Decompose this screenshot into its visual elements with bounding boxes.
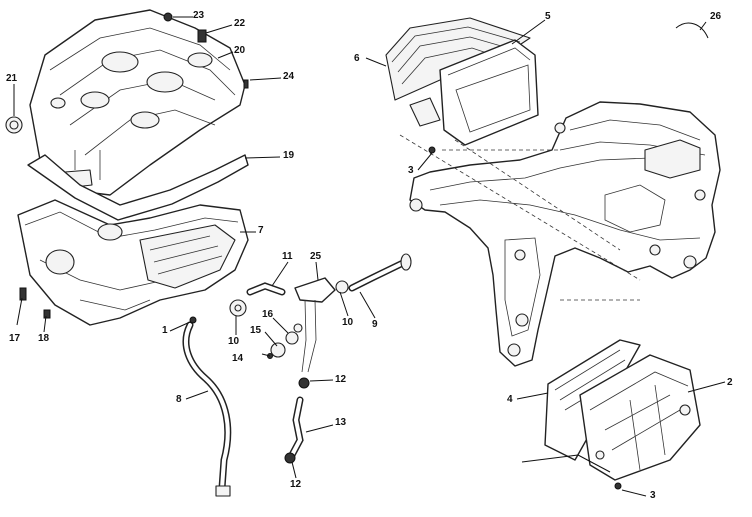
airbox-lid (29, 9, 246, 196)
callout-24: 24 (283, 71, 295, 82)
callout-23: 23 (193, 10, 205, 21)
airbox-lower (17, 199, 249, 326)
callout-6: 6 (354, 53, 360, 64)
fasteners (5, 12, 622, 490)
hoses (182, 253, 412, 497)
callout-19: 19 (283, 150, 295, 161)
callout-25: 25 (310, 251, 322, 262)
motorcycle-frame (399, 101, 721, 367)
callout-13: 13 (335, 417, 347, 428)
callout-22: 22 (234, 18, 246, 29)
callout-16: 16 (262, 309, 274, 320)
leader-lines (13, 16, 726, 497)
gasket (27, 154, 249, 221)
lower-filter-assembly (544, 339, 701, 481)
callout-3-upper: 3 (408, 165, 414, 176)
upper-cover-assembly (385, 17, 539, 146)
callout-10-right: 10 (342, 317, 354, 328)
callout-14: 14 (232, 353, 244, 364)
callout-18: 18 (38, 333, 50, 344)
callout-5: 5 (545, 11, 551, 22)
callout-8: 8 (176, 394, 182, 405)
callout-4: 4 (507, 394, 513, 405)
clip-part (675, 22, 709, 39)
callout-12-lower: 12 (290, 479, 302, 490)
callout-11: 11 (282, 251, 293, 262)
callout-21: 21 (6, 73, 18, 84)
callout-15: 15 (250, 325, 262, 336)
callout-1: 1 (162, 325, 168, 336)
callout-2: 2 (727, 377, 733, 388)
callout-20: 20 (234, 45, 246, 56)
callout-3-lower: 3 (650, 490, 656, 501)
callout-12-upper: 12 (335, 374, 347, 385)
callout-26: 26 (710, 11, 722, 22)
callout-9: 9 (372, 319, 378, 330)
callout-10-left: 10 (228, 336, 240, 347)
clamps (229, 280, 349, 358)
callout-7: 7 (258, 225, 264, 236)
callout-17: 17 (9, 333, 21, 344)
